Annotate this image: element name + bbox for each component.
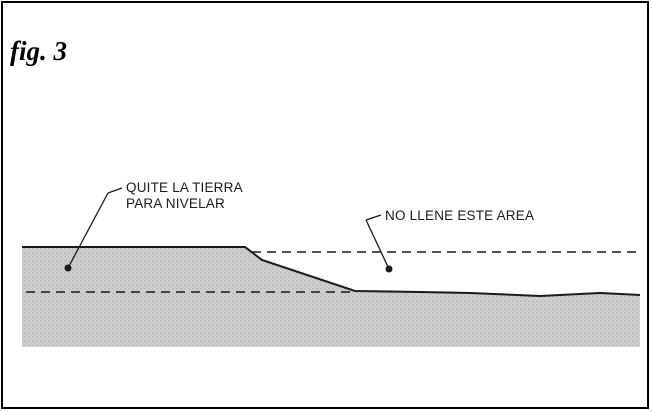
do-not-fill-leader-tick — [365, 214, 382, 221]
do-not-fill-leader — [365, 219, 390, 270]
do-not-fill-marker — [385, 265, 393, 273]
remove-soil-label-line1: QUITE LA TIERRA — [126, 180, 243, 195]
remove-soil-marker — [64, 264, 72, 272]
remove-soil-leader-tick — [107, 187, 123, 194]
figure-label: fig. 3 — [10, 36, 67, 66]
remove-soil-leader — [67, 192, 109, 269]
remove-soil-label-line2: PARA NIVELAR — [126, 196, 225, 211]
ground-surface-line — [22, 246, 641, 298]
ground-section — [22, 247, 640, 347]
do-not-fill-label: NO LLENE ESTE AREA — [385, 208, 534, 223]
